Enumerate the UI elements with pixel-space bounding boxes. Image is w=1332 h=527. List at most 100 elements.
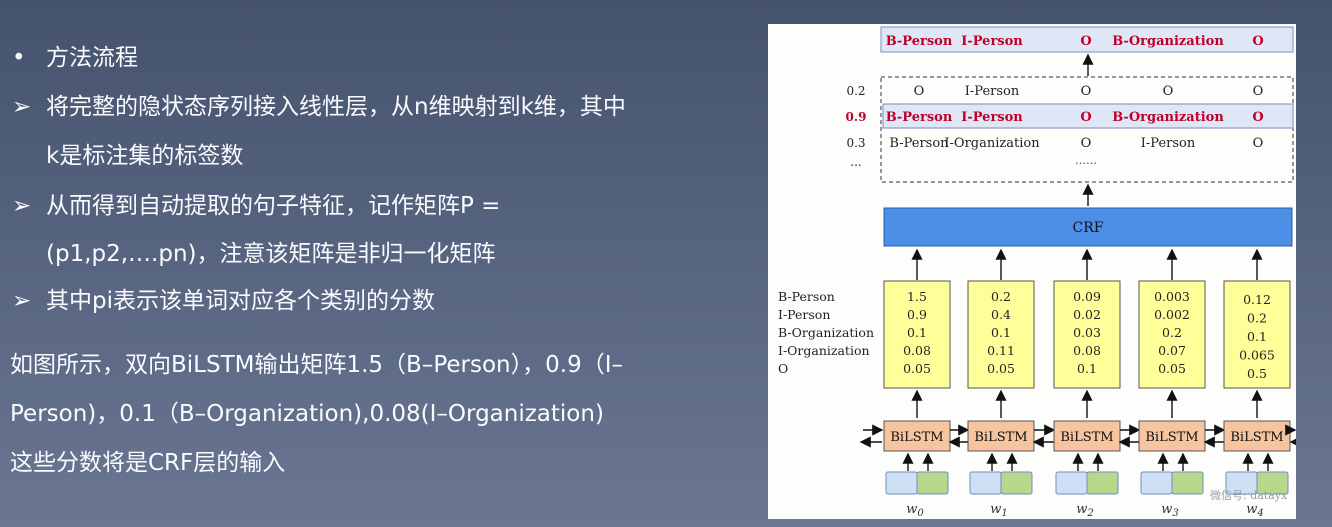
arrow-bullet-icon: ➢ — [12, 193, 32, 219]
score-box — [967, 280, 1035, 389]
word-label: w0 — [906, 502, 924, 519]
heading-line: • 方法流程 — [12, 43, 138, 73]
word-label: w4 — [1246, 502, 1264, 519]
embedding-right — [1000, 471, 1033, 495]
score-value: 0.12 — [1243, 292, 1271, 307]
word-subscript: 4 — [1256, 508, 1263, 519]
word-subscript: 3 — [1172, 508, 1178, 519]
bilstm-cell — [883, 420, 951, 452]
candidate-label: O — [1253, 84, 1264, 99]
bilstm-label: BiLSTM — [1060, 430, 1113, 445]
candidate-label: B-Person — [886, 110, 953, 125]
score-value: 0.1 — [1247, 329, 1267, 344]
candidate-label: O — [1080, 110, 1091, 125]
score-value: 0.05 — [903, 361, 931, 376]
para1-line2: k是标注集的标签数 — [46, 143, 244, 169]
top-label: O — [1080, 34, 1091, 49]
score-value: 0.065 — [1239, 348, 1275, 363]
arrow-bullet-icon: ➢ — [12, 94, 32, 120]
bilstm-cell — [1223, 420, 1291, 452]
note-line1: 如图所示，双向BiLSTM输出矩阵1.5（B–Person），0.9（I– — [10, 352, 623, 378]
para2-line1: ➢从而得到自动提取的句子特征，记作矩阵P = — [12, 193, 501, 219]
bilstm-label: BiLSTM — [1230, 430, 1283, 445]
top-label: B-Person — [886, 34, 953, 49]
candidate-label: O — [914, 84, 925, 99]
score-box — [1138, 280, 1206, 389]
score-value: 0.07 — [1158, 343, 1186, 358]
candidate-label: I-Person — [1141, 136, 1196, 151]
word-base: w — [1161, 502, 1172, 517]
score-value: 0.08 — [1073, 343, 1101, 358]
embedding-right — [1256, 471, 1289, 495]
note-line3: 这些分数将是CRF层的输入 — [10, 450, 286, 476]
word-subscript: 1 — [1001, 508, 1007, 519]
candidate-score: ... — [850, 155, 861, 169]
score-value: 0.02 — [1073, 307, 1101, 322]
top-label: I-Person — [961, 34, 1023, 49]
row-label: B-Organization — [778, 325, 874, 340]
row-label: I-Person — [778, 307, 830, 322]
candidate-label: B-Person — [889, 136, 949, 151]
embedding-right — [1086, 471, 1119, 495]
candidate-label: O — [1253, 136, 1264, 151]
candidate-label: I-Person — [965, 84, 1020, 99]
candidate-label: I-Person — [961, 110, 1023, 125]
bilstm-label: BiLSTM — [974, 430, 1027, 445]
top-label: B-Organization — [1112, 34, 1224, 49]
score-value: 0.1 — [991, 325, 1011, 340]
embedding-left — [1055, 471, 1088, 495]
bilstm-cell — [967, 420, 1035, 452]
watermark-text: 微信号: datayx — [1210, 488, 1288, 502]
score-value: 0.003 — [1154, 289, 1190, 304]
word-base: w — [990, 502, 1001, 517]
bilstm-cell — [1053, 420, 1121, 452]
note-line2: Person)，0.1（B–Organization),0.08(I–Organ… — [10, 401, 604, 427]
candidate-score: 0.3 — [846, 136, 865, 150]
word-subscript: 2 — [1086, 508, 1093, 519]
embedding-right — [1171, 471, 1204, 495]
word-base: w — [1246, 502, 1257, 517]
embedding-left — [885, 471, 918, 495]
score-value: 0.2 — [1162, 325, 1182, 340]
score-value: 0.002 — [1154, 307, 1190, 322]
score-value: 0.5 — [1247, 366, 1267, 381]
candidate-score: 0.2 — [846, 84, 865, 98]
candidate-score: 0.9 — [846, 110, 867, 124]
candidate-label: I-Organization — [944, 136, 1040, 151]
para1-line1: ➢将完整的隐状态序列接入线性层，从n维映射到k维，其中 — [12, 94, 626, 120]
candidate-ellipsis: …… — [1075, 154, 1097, 167]
heading: 方法流程 — [46, 45, 138, 71]
slide-text: • 方法流程 ➢将完整的隐状态序列接入线性层，从n维映射到k维，其中 k是标注集的… — [0, 0, 760, 527]
word-label: w1 — [990, 502, 1008, 519]
score-value: 0.4 — [991, 307, 1011, 322]
row-label: O — [778, 361, 788, 376]
score-value: 0.2 — [1247, 311, 1267, 326]
score-value: 0.11 — [987, 343, 1015, 358]
score-value: 0.03 — [1073, 325, 1101, 340]
round-bullet: • — [12, 45, 26, 71]
top-label: O — [1252, 34, 1263, 49]
arrow-bullet-icon: ➢ — [12, 288, 32, 314]
highlight-row — [882, 103, 1294, 129]
word-subscript: 0 — [917, 508, 924, 519]
row-label: B-Person — [778, 289, 835, 304]
score-box — [883, 280, 951, 389]
score-value: 0.05 — [987, 361, 1015, 376]
candidate-label: O — [1163, 84, 1174, 99]
para2-line2: (p1,p2,….pn)，注意该矩阵是非归一化矩阵 — [46, 241, 496, 267]
row-label: I-Organization — [778, 343, 870, 358]
crf-label: CRF — [1073, 220, 1104, 236]
score-value: 0.2 — [991, 289, 1011, 304]
score-value: 1.5 — [907, 289, 927, 304]
candidate-label: O — [1252, 110, 1263, 125]
bilstm-label: BiLSTM — [1145, 430, 1198, 445]
candidate-label: O — [1081, 84, 1092, 99]
para3-line: ➢其中pi表示该单词对应各个类别的分数 — [12, 288, 435, 314]
candidate-box — [880, 76, 1294, 183]
score-value: 0.9 — [907, 307, 927, 322]
candidate-label: O — [1081, 136, 1092, 151]
embedding-left — [969, 471, 1002, 495]
candidate-label: B-Organization — [1112, 110, 1224, 125]
